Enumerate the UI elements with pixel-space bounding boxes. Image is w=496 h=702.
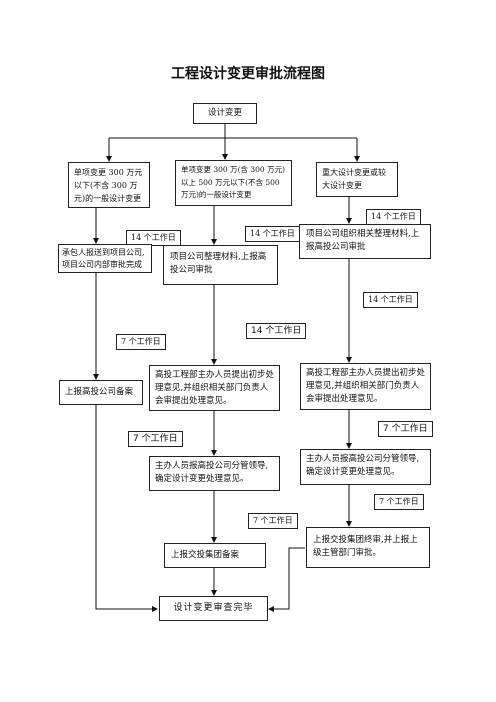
col1-duration-2-label: 7 个工作日 xyxy=(116,334,166,350)
col1-duration-1-label: 14 个工作日 xyxy=(126,230,181,246)
page-title: 工程设计变更审批流程图 xyxy=(171,66,325,82)
col3-duration-3-label: 7 个工作日 xyxy=(378,421,433,437)
col3-duration-2-label: 14 个工作日 xyxy=(363,292,418,308)
col2-duration-1-label: 14 个工作日 xyxy=(245,226,300,242)
col2-duration-4-label: 7 个工作日 xyxy=(248,513,298,529)
col2-step2-box: 高投工程部主办人员提出初步处理意见,并组织相关部门负责人会审提出处理意见。 xyxy=(149,365,280,411)
col1-step2-box: 上报高投公司备案 xyxy=(59,380,143,405)
col3-step3-box: 主办人员报高投公司分管领导,确定设计变更处理意见。 xyxy=(300,449,431,485)
col1-step1-box: 承包人报送到项目公司,项目公司内部审批完成 xyxy=(58,244,152,273)
start-box: 设计变更 xyxy=(193,103,257,124)
col2-step4-box: 上报交投集团备案 xyxy=(164,543,266,568)
col2-step1-box: 项目公司整理材料,上报高投公司审批 xyxy=(163,245,278,285)
col1-header-box: 单项变更 300 万元以下(不含 300 万元)的一般设计变更 xyxy=(68,162,150,208)
col3-duration-1-label: 14 个工作日 xyxy=(366,209,421,225)
col1-to-end-arrow xyxy=(95,405,158,612)
col2-step3-box: 主办人员报高投公司分管领导,确定设计变更处理意见。 xyxy=(149,456,280,491)
col3-step4-box: 上报交投集团终审,并上报上级主管部门审批。 xyxy=(306,527,430,568)
end-box: 设计变更审查完毕 xyxy=(159,596,268,621)
col3-step2-box: 高投工程部主办人员提出初步处理意见,并组织相关部门负责人会审提出处理意见。 xyxy=(300,363,431,410)
col3-duration-4-label: 7 个工作日 xyxy=(374,494,424,510)
col2-header-box: 单项变更 300 万(含 300 万元)以上 500 万元以下(不含 500 万… xyxy=(175,160,292,206)
col3-to-end-arrow xyxy=(268,547,305,612)
col2-duration-3-label: 7 个工作日 xyxy=(128,431,183,447)
col3-header-box: 重大设计变更或较大设计变更 xyxy=(316,162,398,197)
col3-step1-box: 项目公司组织相关整理材料,上报高投公司审批 xyxy=(299,224,431,259)
col2-duration-2-label: 14 个工作日 xyxy=(246,323,307,339)
